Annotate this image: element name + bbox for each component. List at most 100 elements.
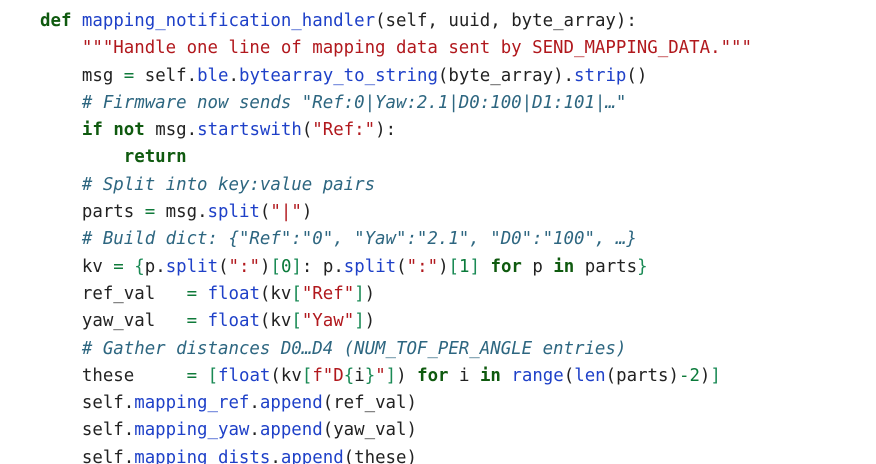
code-token: [ <box>270 256 281 277</box>
code-token: ( <box>301 120 313 141</box>
code-token: () <box>626 65 648 86</box>
code-line: kv = {p.split(":")[0]: p.split(":")[1] f… <box>40 254 752 281</box>
code-token: mapping_dists <box>134 447 271 464</box>
code-token: self. <box>40 420 135 441</box>
code-token: 0 <box>280 256 292 277</box>
code-token: startswith <box>197 120 302 141</box>
code-token: append <box>280 447 344 464</box>
code-block[interactable]: def mapping_notification_handler(self, u… <box>40 8 752 464</box>
code-token: [ <box>448 256 460 277</box>
code-token: (kv <box>270 365 302 386</box>
code-token: i <box>354 365 365 386</box>
code-token: not <box>113 120 145 141</box>
code-line: return <box>40 144 752 171</box>
code-token: = <box>186 283 198 304</box>
code-token: # Build dict: {"Ref":"0", "Yaw":"2.1", "… <box>81 229 637 250</box>
code-token: """Handle one line of mapping data sent … <box>81 38 752 59</box>
code-token <box>501 366 511 386</box>
code-line: def mapping_notification_handler(self, u… <box>40 8 752 35</box>
code-token <box>124 257 134 277</box>
code-line: yaw_val = float(kv["Yaw"]) <box>40 308 752 335</box>
code-line: these = [float(kv[f"D{i}"]) for i in ran… <box>40 363 752 390</box>
code-token: (ref_val) <box>322 393 417 414</box>
code-token: . <box>270 447 281 464</box>
code-token <box>71 11 81 31</box>
code-token <box>40 93 82 113</box>
code-token: mapping_ref <box>134 393 250 414</box>
code-token: float <box>207 283 260 304</box>
code-token: mapping_yaw <box>134 420 250 441</box>
code-token: = <box>113 256 124 277</box>
code-token: (yaw_val) <box>322 420 417 441</box>
code-token: (kv <box>259 283 292 304</box>
code-token: yaw_val <box>40 311 187 332</box>
code-token: (self, uuid, byte_array): <box>375 11 637 31</box>
code-token: " <box>375 365 386 386</box>
code-token: ) <box>259 256 271 277</box>
code-token: "Yaw" <box>301 311 355 332</box>
code-token: p <box>521 256 554 277</box>
code-token: 1 <box>459 256 470 277</box>
code-token: len <box>574 365 606 386</box>
code-line: # Firmware now sends "Ref:0|Yaw:2.1|D0:1… <box>40 90 752 117</box>
code-token: ":" <box>406 256 439 277</box>
code-token: mapping_notification_handler <box>81 11 376 31</box>
code-token: ) <box>396 365 418 386</box>
code-token: in <box>479 365 501 386</box>
code-token: ] <box>291 256 302 277</box>
code-token: = <box>186 365 198 386</box>
code-token: [ <box>207 365 219 386</box>
code-token <box>40 38 82 58</box>
code-token: } <box>364 365 376 386</box>
code-token: f"D <box>312 365 344 386</box>
code-token: split <box>343 256 397 277</box>
code-token: ] <box>354 283 365 304</box>
code-token: p. <box>144 256 166 277</box>
code-token: ) <box>301 202 313 223</box>
code-token: { <box>343 365 355 386</box>
code-token: ( <box>563 365 575 386</box>
code-token: self. <box>134 65 198 86</box>
code-token <box>197 311 207 331</box>
code-token: (kv <box>259 311 292 332</box>
code-token: : p. <box>301 256 344 277</box>
code-line: self.mapping_yaw.append(yaw_val) <box>40 417 752 444</box>
code-token <box>40 175 82 195</box>
code-token <box>40 120 82 140</box>
code-token: split <box>165 256 219 277</box>
code-token: msg. <box>155 202 208 223</box>
code-token: split <box>207 202 260 223</box>
code-token: # Gather distances D0…D4 (NUM_TOF_PER_AN… <box>81 338 627 359</box>
code-token: ":" <box>228 256 260 277</box>
code-token: [ <box>301 365 313 386</box>
code-token: "Ref" <box>301 283 355 304</box>
code-token: = <box>123 65 135 86</box>
code-token: ] <box>469 256 480 277</box>
code-token: = <box>144 202 156 223</box>
code-token: # Firmware now sends "Ref:0|Yaw:2.1|D0:1… <box>81 92 627 113</box>
code-token: def <box>40 11 72 31</box>
code-token: i <box>448 365 480 386</box>
code-line: # Build dict: {"Ref":"0", "Yaw":"2.1", "… <box>40 226 752 253</box>
code-token <box>480 257 490 277</box>
code-token: (byte_array). <box>437 65 575 86</box>
code-token: for <box>490 256 522 277</box>
code-token: [ <box>291 283 302 304</box>
code-token <box>103 120 113 140</box>
code-token: = <box>186 311 198 332</box>
code-token: ): <box>375 120 397 141</box>
code-token <box>40 339 82 359</box>
code-token <box>40 229 82 249</box>
code-line: # Split into key:value pairs <box>40 172 752 199</box>
code-token: # Split into key:value pairs <box>81 174 376 195</box>
code-line: # Gather distances D0…D4 (NUM_TOF_PER_AN… <box>40 336 752 363</box>
code-token: in <box>553 256 575 277</box>
code-token: ] <box>354 311 365 332</box>
code-token: . <box>249 393 260 414</box>
code-token: - <box>678 365 690 386</box>
code-line: if not msg.startswith("Ref:"): <box>40 117 752 144</box>
code-token: bytearray_to_string <box>238 65 438 86</box>
code-token: "|" <box>270 202 302 223</box>
code-token: parts <box>40 202 145 223</box>
code-token: (these) <box>343 447 417 464</box>
